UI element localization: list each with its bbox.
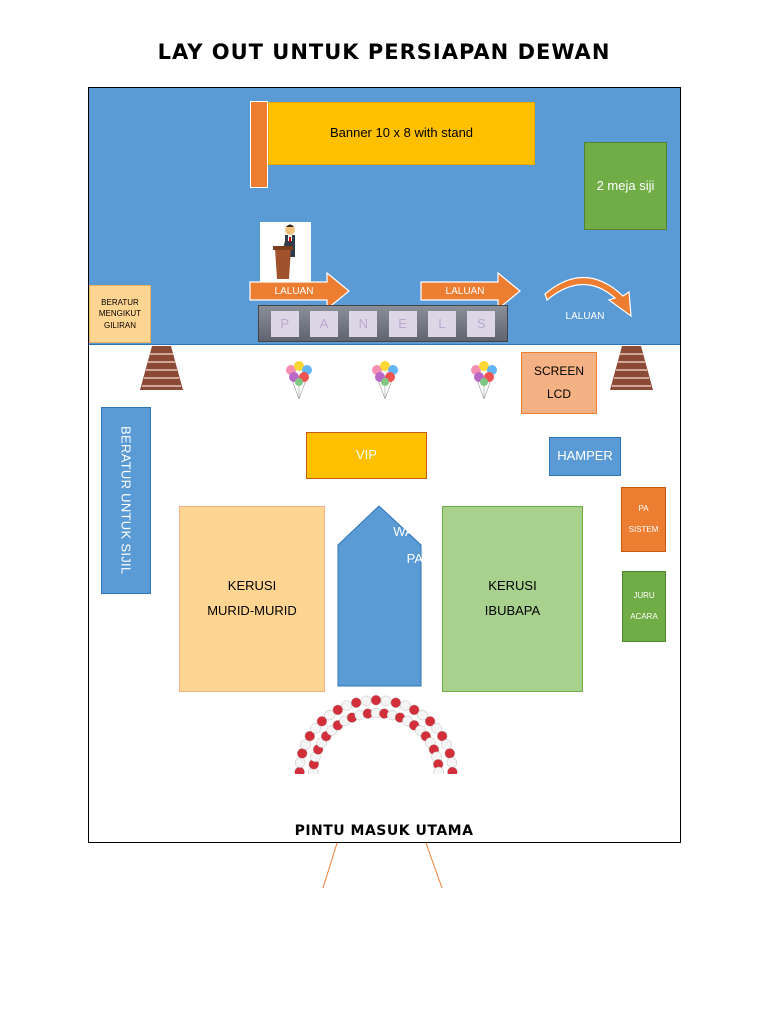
pa-system-line: SISTEM	[628, 524, 659, 534]
walking-path-line: WALKING	[393, 523, 453, 539]
parent-seating-line: KERUSI	[488, 578, 537, 594]
main-entrance-label: PINTU MASUK UTAMA	[294, 823, 474, 839]
table-block: 2 meja siji	[584, 142, 667, 230]
student-seating-line: KERUSI	[227, 578, 277, 594]
page-title: LAY OUT UNTUK PERSIAPAN DEWAN	[157, 40, 611, 64]
queue-turn-line: MENGIKUT	[98, 309, 142, 319]
vip-box: VIP	[306, 432, 427, 479]
path-label-3: LALUAN	[565, 310, 605, 322]
emcee-line: ACARA	[630, 611, 658, 621]
emcee-line: JURU	[633, 590, 655, 600]
entrance-lines	[318, 842, 448, 890]
balloon-arch-icon	[290, 692, 462, 778]
walking-path-label: WALKING PATH	[380, 518, 466, 572]
student-seating-line: MURID-MURID	[207, 603, 297, 618]
walking-path-line: PATH	[406, 551, 440, 566]
screen-lcd-box: SCREEN LCD	[521, 352, 597, 414]
table-label: 2 meja siji	[596, 177, 655, 193]
pa-system-line: PA	[638, 503, 649, 513]
screen-line: SCREEN	[533, 364, 584, 379]
certificate-queue-label: BERATUR UNTUK SIJIL	[118, 426, 134, 575]
queue-turn-line: BERATUR	[101, 298, 139, 308]
balloon-bunch-icon	[467, 360, 501, 400]
curved-arrow-icon	[543, 276, 633, 318]
banner-stand	[250, 101, 268, 188]
panel-sign: P A N E L S	[258, 305, 508, 342]
hamper-label: HAMPER	[557, 448, 613, 464]
student-seating-block: KERUSI MURID-MURID	[179, 506, 325, 692]
path-label-2: LALUAN	[445, 285, 485, 297]
balloon-bunch-icon	[282, 360, 316, 400]
stairs-left-icon	[139, 345, 184, 391]
stairs-right-icon	[609, 345, 654, 391]
certificate-queue-box: BERATUR UNTUK SIJIL	[101, 407, 151, 594]
speaker-podium-icon	[260, 222, 311, 282]
hamper-box: HAMPER	[549, 437, 621, 476]
path-arrow-2	[420, 271, 522, 311]
walking-path-shape	[337, 505, 422, 687]
parent-seating-line: IBUBAPA	[484, 603, 541, 618]
emcee-box: JURU ACARA	[622, 571, 666, 642]
queue-turn-line: GILIRAN	[103, 320, 136, 330]
panel-letter: L	[427, 310, 456, 337]
banner-label: Banner 10 x 8 with stand	[329, 125, 474, 141]
panel-letter: A	[309, 310, 338, 337]
banner: Banner 10 x 8 with stand	[268, 102, 535, 165]
path-arrow-1	[249, 271, 351, 311]
vip-label: VIP	[356, 447, 377, 463]
path-label-1: LALUAN	[274, 285, 314, 297]
parent-seating-block: KERUSI IBUBAPA	[442, 506, 583, 692]
panel-letter: P	[270, 310, 299, 337]
panel-letter: N	[349, 310, 378, 337]
pa-system-box: PA SISTEM	[621, 487, 666, 552]
balloon-bunch-icon	[368, 360, 402, 400]
queue-turn-box: BERATUR MENGIKUT GILIRAN	[89, 285, 151, 343]
panel-letter: S	[467, 310, 496, 337]
screen-line: LCD	[546, 387, 571, 401]
panel-letter: E	[388, 310, 417, 337]
